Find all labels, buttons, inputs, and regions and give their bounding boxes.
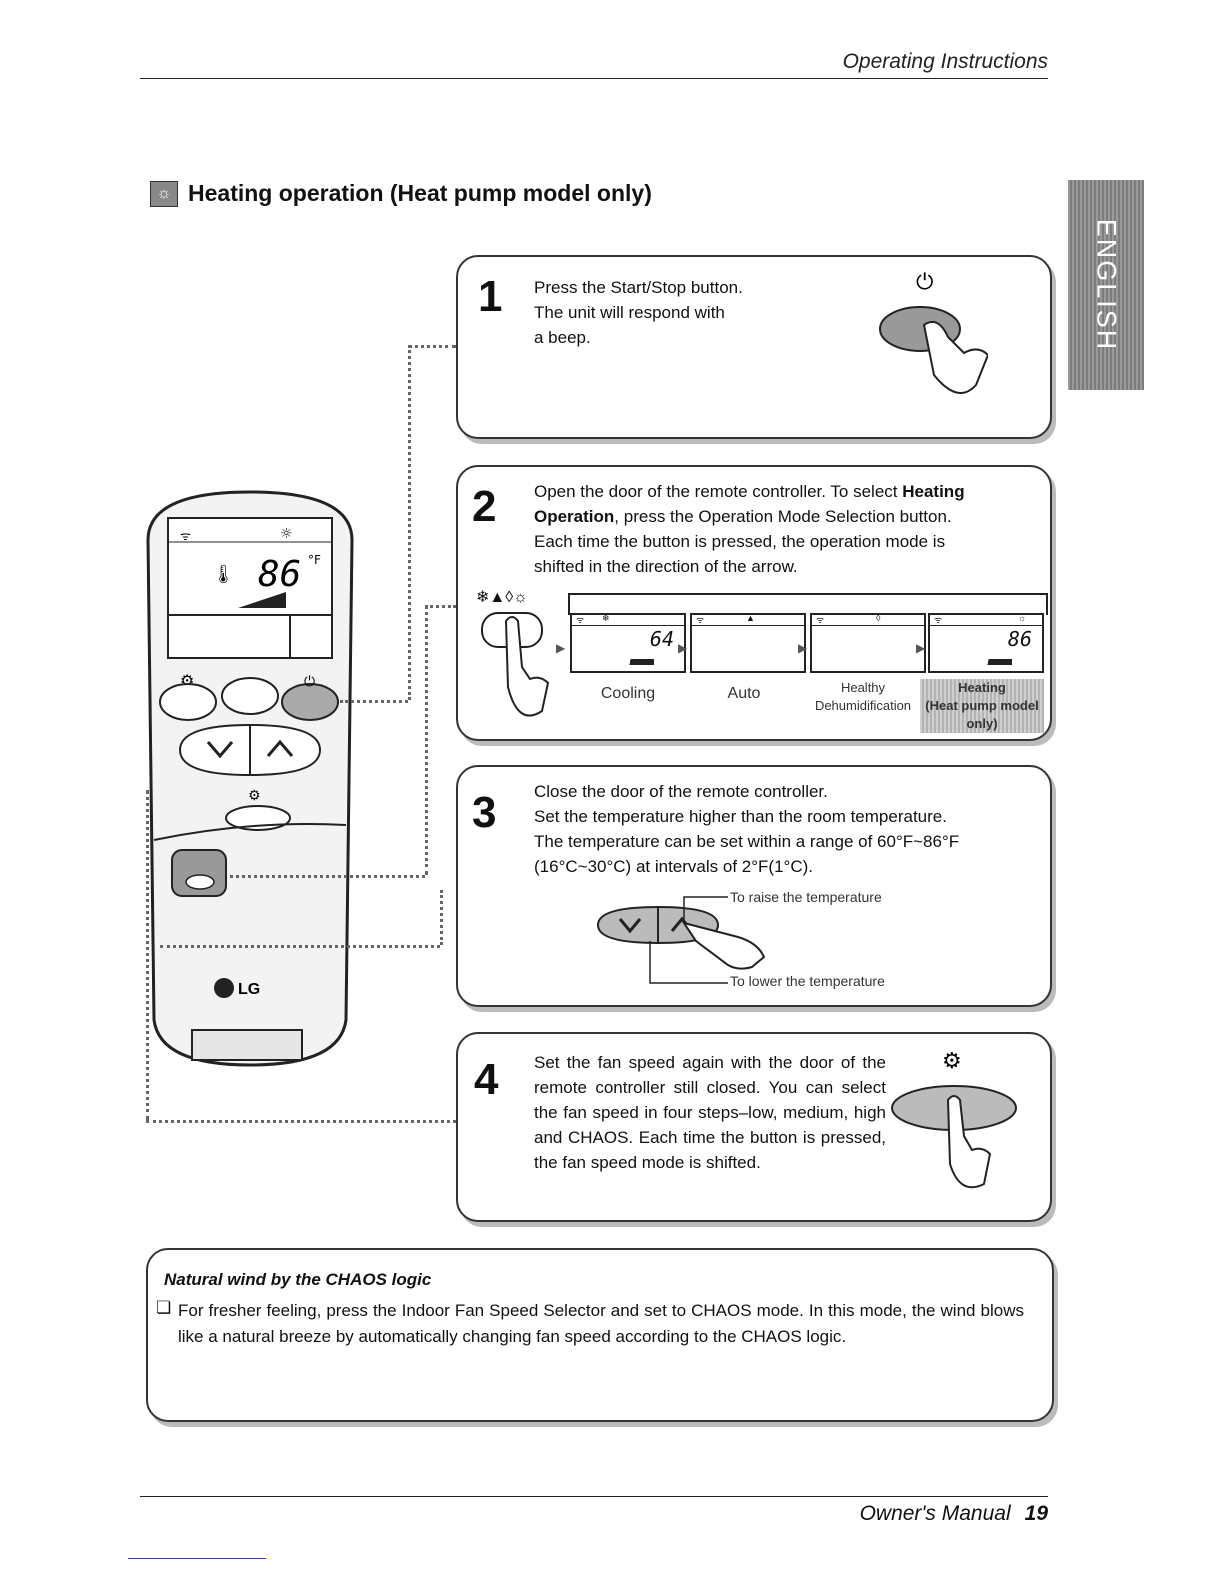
raise-temperature-label: To raise the temperature <box>730 889 882 905</box>
mode-button-center <box>221 677 279 715</box>
page-number: 19 <box>1024 1502 1048 1525</box>
mode-icons-row: ❄▲◊☼ <box>476 589 528 606</box>
footer-label: Owner's Manual <box>859 1502 1011 1525</box>
remote-temp-unit: °F <box>308 553 321 567</box>
step-4-text: Set the fan speed again with the door of… <box>534 1053 886 1172</box>
lower-temperature-label: To lower the temperature <box>730 973 885 989</box>
step-1-box: 1 Press the Start/Stop button. The unit … <box>456 255 1052 439</box>
svg-text:⏻: ⏻ <box>304 674 315 690</box>
mode-label-auto: Auto <box>727 685 761 702</box>
language-tab: ENGLISH <box>1068 180 1144 390</box>
note-bullet-icon: ❏ <box>156 1298 172 1317</box>
note-text: For fresher feeling, press the Indoor Fa… <box>178 1301 1024 1346</box>
sun-icon: ☼ <box>280 526 293 542</box>
start-stop-press-illustration: ⏻ <box>879 270 988 394</box>
mode-label-dehumidification: Healthy Dehumidification <box>814 680 912 713</box>
step-4-box: 4 Set the fan speed again with the door … <box>456 1032 1052 1222</box>
step-3-number: 3 <box>472 788 497 837</box>
footer: Owner's Manual 19 <box>860 1502 1048 1526</box>
step-1-text: Press the Start/Stop button. The unit wi… <box>534 278 743 347</box>
page-title-text: Heating operation (Heat pump model only) <box>188 180 652 206</box>
raise-leader-line <box>683 896 728 921</box>
thermometer-icon: 🌡 <box>212 564 235 585</box>
step-4-number: 4 <box>474 1055 499 1104</box>
lg-logo: LG <box>238 981 260 998</box>
remote-lcd-frame <box>167 517 333 659</box>
step-2-number: 2 <box>472 482 497 531</box>
fan-button-left <box>159 683 217 721</box>
step-1-number: 1 <box>478 272 503 321</box>
step-3-box: 3 Close the door of the remote controlle… <box>456 765 1052 1007</box>
remote-controller-illustration: ᯤ ☼ 🌡 86 °F ⚙ ⏻ ⚙ LG <box>146 490 354 1067</box>
footer-rule <box>140 1496 1048 1497</box>
mode-cycle-arrow <box>568 593 1048 615</box>
header-rule <box>140 78 1048 79</box>
heating-mode-icon: ☼ <box>150 180 178 207</box>
lower-leader-line <box>649 941 728 984</box>
step-3-text: Close the door of the remote controller.… <box>534 782 960 876</box>
note-title: Natural wind by the CHAOS logic <box>164 1270 432 1289</box>
fan-icon: ⚙ <box>942 1049 962 1074</box>
lcd-dehumidification: ᯤ◊ <box>810 613 926 673</box>
chaos-note-box: Natural wind by the CHAOS logic ❏ For fr… <box>146 1248 1054 1422</box>
hand-icon <box>922 321 988 394</box>
hand-icon <box>946 1095 992 1189</box>
hand-icon <box>681 921 766 970</box>
mode-button-press-illustration <box>481 612 550 717</box>
svg-text:⚙: ⚙ <box>248 788 261 804</box>
temperature-buttons-illustration <box>596 896 766 984</box>
section-header: Operating Instructions <box>842 50 1048 73</box>
page-title: ☼ Heating operation (Heat pump model onl… <box>150 180 652 207</box>
step-2-text: Open the door of the remote controller. … <box>534 482 965 576</box>
mode-label-heating: Heating (Heat pump model only) <box>920 679 1044 733</box>
mode-label-cooling: Cooling <box>600 685 656 702</box>
power-icon: ⏻ <box>916 270 933 295</box>
lcd-cooling: ᯤ❄64 <box>570 613 686 673</box>
remote-temp-display: 86 <box>258 554 301 595</box>
step-2-box: 2 Open the door of the remote controller… <box>456 465 1052 741</box>
fan-speed-press-illustration: ⚙ <box>891 1049 1017 1189</box>
power-button <box>281 683 339 721</box>
lcd-heating: ᯤ☼86 <box>928 613 1044 673</box>
hand-icon <box>504 616 550 717</box>
signal-icon: ᯤ <box>180 529 191 543</box>
lcd-auto: ᯤ▲ <box>690 613 806 673</box>
